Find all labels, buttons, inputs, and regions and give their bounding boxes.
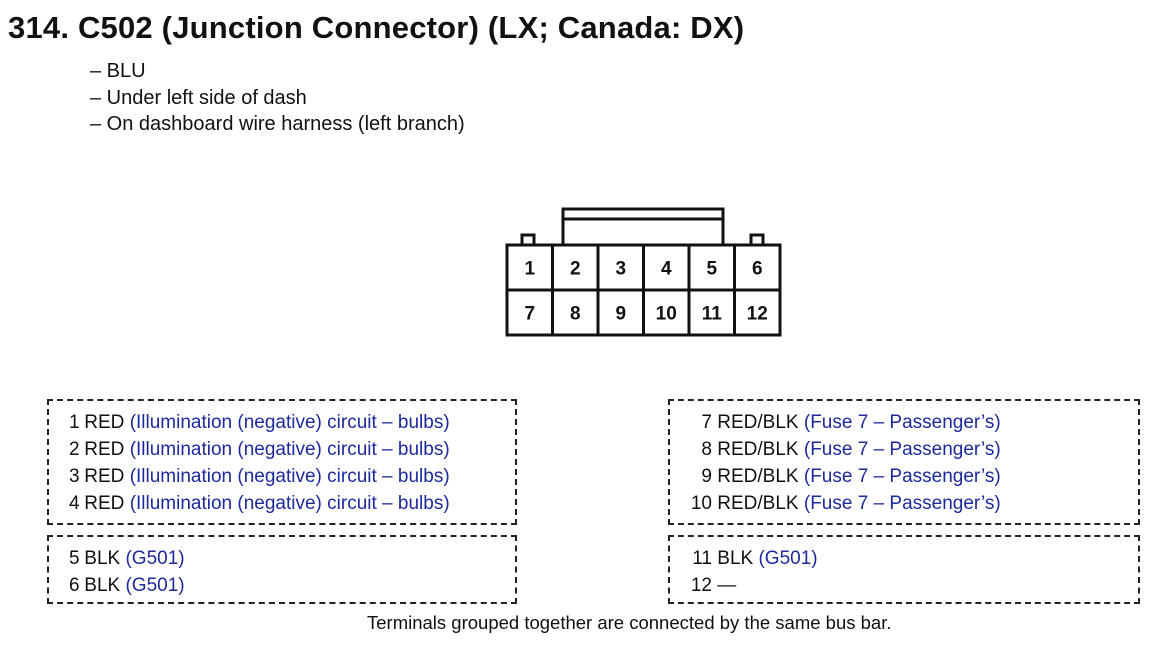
terminal-row-2: 2 RED (Illumination (negative) circuit –… xyxy=(69,439,450,460)
terminal-group-5-6: 5 BLK (G501) 6 BLK (G501) xyxy=(47,535,517,604)
terminal-group-1-4: 1 RED (Illumination (negative) circuit –… xyxy=(47,399,517,525)
connector-left-nub xyxy=(520,233,536,247)
connector-lock-tab-outer xyxy=(561,207,725,249)
connector-right-nub xyxy=(749,233,765,247)
terminal-row-11: 11 BLK (G501) xyxy=(692,548,818,569)
terminal-row-7: 7 RED/BLK (Fuse 7 – Passenger’s) xyxy=(701,412,1001,433)
terminal-row-3: 3 RED (Illumination (negative) circuit –… xyxy=(69,466,450,487)
connector-terminal-10: 10 xyxy=(656,304,677,325)
note-color: – BLU xyxy=(90,60,146,82)
terminal-group-7-10: 7 RED/BLK (Fuse 7 – Passenger’s) 8 RED/B… xyxy=(668,399,1140,525)
connector-terminal-2: 2 xyxy=(570,259,581,280)
terminal-row-10: 10 RED/BLK (Fuse 7 – Passenger’s) xyxy=(690,493,1001,514)
terminal-row-5: 5 BLK (G501) xyxy=(69,548,185,569)
bus-bar-footnote: Terminals grouped together are connected… xyxy=(367,612,892,633)
note-harness: – On dashboard wire harness (left branch… xyxy=(90,113,465,135)
page-title: 314. C502 (Junction Connector) (LX; Cana… xyxy=(8,10,745,45)
connector-column-dividers xyxy=(551,245,736,335)
terminal-row-6: 6 BLK (G501) xyxy=(69,575,185,596)
connector-terminal-9: 9 xyxy=(615,304,626,325)
terminal-row-9: 9 RED/BLK (Fuse 7 – Passenger’s) xyxy=(701,466,1001,487)
terminal-row-8: 8 RED/BLK (Fuse 7 – Passenger’s) xyxy=(701,439,1001,460)
note-location: – Under left side of dash xyxy=(90,86,307,109)
connector-terminal-3: 3 xyxy=(615,259,626,280)
terminal-row-4: 4 RED (Illumination (negative) circuit –… xyxy=(69,493,450,514)
connector-terminal-12: 12 xyxy=(747,304,768,325)
connector-terminal-1: 1 xyxy=(524,259,535,280)
terminal-group-11-12: 11 BLK (G501) 12 — xyxy=(668,535,1140,604)
connector-notes: – BLU – Under left side of dash – On das… xyxy=(90,58,465,138)
connector-terminal-11: 11 xyxy=(702,304,723,325)
terminal-row-1: 1 RED (Illumination (negative) circuit –… xyxy=(69,412,450,433)
connector-terminal-5: 5 xyxy=(706,259,717,280)
terminal-row-12: 12 — xyxy=(690,575,737,596)
connector-terminal-4: 4 xyxy=(661,259,672,280)
connector-terminal-6: 6 xyxy=(752,259,763,280)
connector-terminal-7: 7 xyxy=(524,304,535,325)
connector-terminal-8: 8 xyxy=(570,304,581,325)
